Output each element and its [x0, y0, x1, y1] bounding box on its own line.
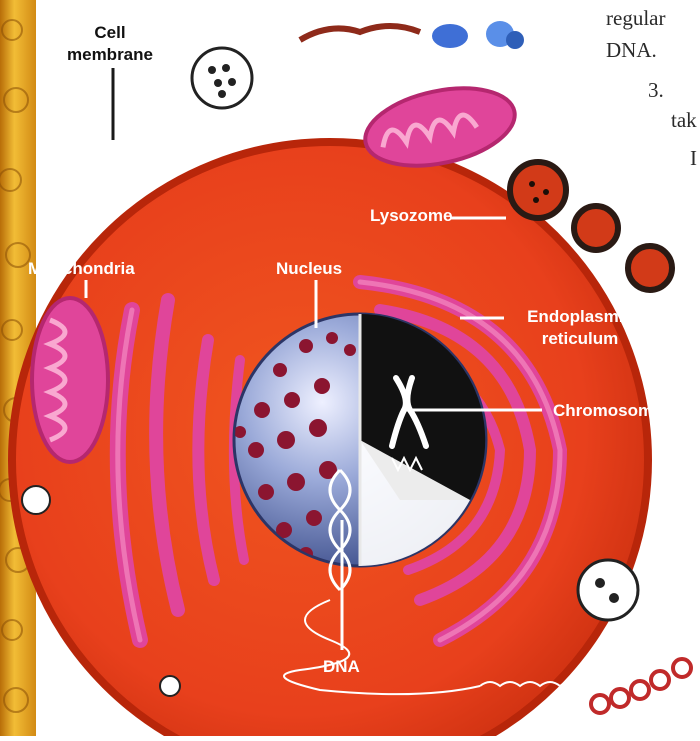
label-cell-membrane: Cell membrane: [50, 22, 170, 66]
label-endoplasmic-line1: Endoplasmic: [505, 306, 655, 328]
label-mitochondria: Mitochondria: [28, 258, 135, 280]
mitochondrion-left: [32, 298, 108, 462]
membrane-pore: [160, 676, 180, 696]
label-endoplasmic-reticulum: Endoplasmic reticulum: [505, 306, 655, 350]
label-endoplasmic-line2: reticulum: [505, 328, 655, 350]
side-text-line1: regular: [606, 6, 665, 31]
label-cell-membrane-line1: Cell: [50, 22, 170, 44]
label-nucleus: Nucleus: [276, 258, 342, 280]
nucleus: [234, 314, 486, 566]
membrane-pore: [22, 486, 50, 514]
vesicle-right: [578, 560, 638, 620]
side-text-line2: DNA.: [606, 38, 657, 63]
label-cytoplasm: Cytoplasm: [180, 124, 267, 146]
label-lysozome: Lysozome: [370, 205, 453, 227]
label-chromosome: Chromosome: [553, 400, 663, 422]
label-cell-membrane-line2: membrane: [50, 44, 170, 66]
vesicle-top: [192, 48, 252, 108]
side-text-line5: I: [690, 146, 697, 171]
membrane-protein-decoration: [300, 21, 524, 49]
bead-chain: [591, 659, 691, 713]
label-dna: DNA: [323, 656, 360, 678]
side-text-line4: tak: [671, 108, 697, 133]
side-text-line3: 3.: [648, 78, 664, 103]
